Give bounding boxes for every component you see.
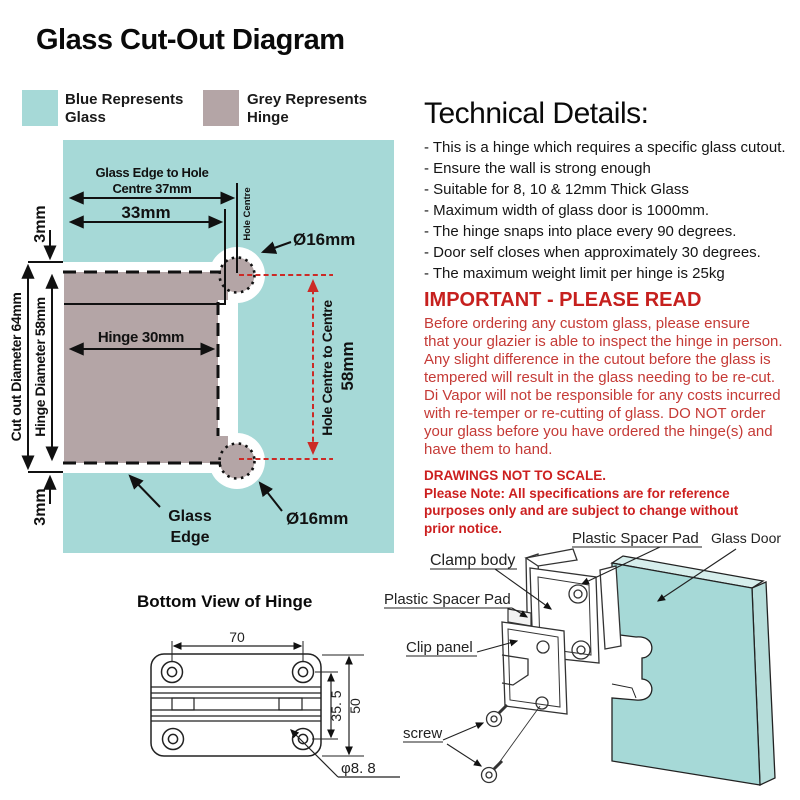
leader-screw-1 [442, 722, 485, 741]
important-line: Any slight difference in the cutout befo… [424, 351, 771, 368]
dim-label-70: 70 [229, 629, 245, 645]
leader-glass-door [656, 548, 737, 602]
legend-swatch-hinge [203, 90, 239, 126]
leader-dia-top [260, 241, 292, 254]
tech-bullet: - Maximum width of glass door is 1000mm. [424, 202, 710, 219]
legend-swatch-glass [22, 90, 58, 126]
dim-label-c2c: Hole Centre to Centre [319, 300, 335, 436]
important-body: Before ordering any custom glass, please… [424, 315, 798, 459]
important-line: your glass before you have ordered the h… [424, 423, 773, 440]
clip-panel-part [501, 621, 568, 715]
page-title: Glass Cut-Out Diagram [36, 24, 345, 56]
screw-shaft-1 [497, 703, 509, 715]
hinge-dashed-outline [63, 270, 221, 465]
dim-ticks [28, 261, 63, 473]
technical-details-heading: Technical Details: [424, 97, 649, 130]
legend-glass-line1: Blue Represents [65, 91, 184, 108]
dim-label-35: 35. 5 [328, 690, 344, 721]
dim-label-hinge-dia: Hinge Diameter 58mm [32, 297, 48, 436]
dim-label-dia-top: Ø16mm [293, 230, 355, 249]
clip-panel-body [501, 621, 568, 715]
tech-bullet: - The maximum weight limit per hinge is … [424, 265, 725, 282]
knuckle-right [278, 697, 303, 711]
exploded-view: Clamp body Plastic Spacer Pad Glass Door… [384, 530, 781, 787]
tech-bullet: - Ensure the wall is strong enough [424, 160, 651, 177]
important-line: tempered will result in the glass needin… [424, 369, 776, 386]
label-clip-panel: Clip panel [406, 639, 473, 656]
dim-label-hinge30: Hinge 30mm [98, 329, 184, 346]
bottom-view-heading: Bottom View of Hinge [137, 592, 313, 611]
tech-bullet: - This is a hinge which requires a speci… [424, 139, 786, 156]
important-line: that your glazier is able to inspect the… [424, 333, 783, 350]
tech-bullet: - The hinge snaps into place every 90 de… [424, 223, 737, 240]
dim-label-dia-bottom: Ø16mm [286, 509, 348, 528]
legend-hinge-line1: Grey Represents [247, 91, 368, 108]
dim-label-cutout-dia: Cut out Diameter 64mm [8, 293, 24, 442]
glass-cutout-diagram: Glass Edge to Hole Centre 37mm 33mm Hole… [8, 140, 394, 553]
tech-bullet: - Suitable for 8, 10 & 12mm Thick Glass [424, 181, 689, 198]
leader-clip-panel [476, 639, 519, 653]
label-clamp-body: Clamp body [430, 552, 515, 569]
important-heading: IMPORTANT - PLEASE READ [424, 289, 702, 311]
glass-door-notch-ledge [611, 683, 637, 699]
label-glass-edge-2: Edge [170, 529, 209, 546]
dim-label-edge-to-hole-2: Centre 37mm [112, 181, 191, 196]
dim-label-3mm-top: 3mm [32, 205, 49, 242]
legend-label-glass: Blue Represents Glass [65, 91, 183, 127]
note-line: Please Note: All specifications are for … [424, 485, 730, 501]
leader-hole-dia [290, 729, 339, 778]
scale-note: DRAWINGS NOT TO SCALE. Please Note: All … [424, 467, 798, 537]
label-glass-edge-1: Glass [168, 508, 212, 525]
legend-hinge-line2: Hinge [247, 109, 289, 126]
centre-lines-red [239, 274, 333, 460]
dim-label-33mm: 33mm [121, 203, 170, 222]
dim-label-3mm-bottom: 3mm [32, 488, 49, 525]
dim-label-edge-to-hole-1: Glass Edge to Hole [95, 165, 208, 180]
dim-label-c2c-value: 58mm [338, 341, 357, 390]
hole-bottom-outline [218, 442, 256, 480]
important-line: Di Vapor will not be responsible for any… [424, 387, 781, 404]
leader-spacer-left [511, 607, 529, 618]
legend-label-hinge: Grey Represents Hinge [247, 91, 367, 127]
note-line: DRAWINGS NOT TO SCALE. [424, 468, 607, 483]
label-screw: screw [403, 725, 442, 742]
bottom-view-drawing [150, 641, 400, 778]
tech-bullet: - Door self closes when approximately 30… [424, 244, 761, 261]
dim-label-50: 50 [347, 698, 363, 714]
label-spacer-pad-left: Plastic Spacer Pad [384, 591, 511, 608]
clip-panel-face [507, 628, 561, 708]
label-spacer-pad-top: Plastic Spacer Pad [572, 530, 699, 547]
label-hole-centre: Hole Centre [242, 187, 253, 240]
important-line: Before ordering any custom glass, please… [424, 315, 751, 332]
label-glass-door: Glass Door [711, 530, 781, 546]
clamp-arm [524, 548, 578, 567]
screw-shaft-2 [492, 759, 504, 771]
spacer-pad-back [599, 565, 622, 650]
dim-label-hole-dia: φ8. 8 [341, 760, 376, 777]
leader-spacer-top [580, 546, 661, 585]
legend-glass-line2: Glass [65, 109, 106, 126]
glass-door [610, 555, 776, 787]
leader-dia-bottom [258, 481, 283, 512]
right-column: Technical Details: - This is a hinge whi… [424, 97, 798, 537]
leader-glass-edge [128, 474, 161, 508]
knuckle-left [171, 697, 195, 711]
leader-screw-2 [446, 743, 483, 767]
glass-door-front-face [611, 562, 761, 786]
bottom-view-labels: 70 35. 5 50 φ8. 8 [229, 629, 376, 777]
exploded-leaders [384, 546, 737, 767]
note-line: prior notice. [424, 520, 503, 536]
hinge-plate-outline [150, 653, 322, 757]
important-line: with re-temper or re-cutting of glass. D… [424, 405, 766, 422]
screws [480, 703, 541, 784]
note-line: purposes only and are subject to change … [424, 503, 739, 518]
clip-panel-notch [501, 654, 529, 686]
hole-top-outline [218, 256, 256, 294]
important-line: have them to hand. [424, 441, 553, 458]
leader-clamp-body [494, 568, 553, 610]
back-plate-face [537, 576, 592, 656]
screw-axis-line [495, 705, 541, 768]
hinge-knuckle-lines [151, 686, 321, 722]
